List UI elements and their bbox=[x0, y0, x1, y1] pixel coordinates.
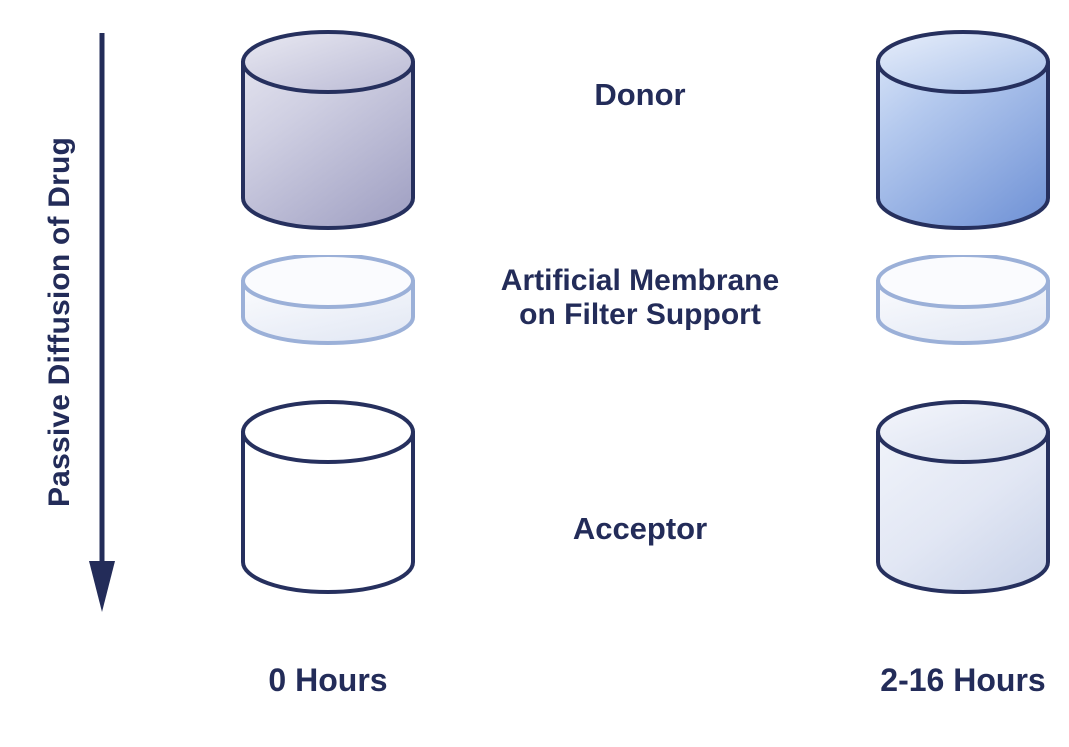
timepoint-label-left: 0 Hours bbox=[268, 662, 388, 698]
downward-arrow-icon bbox=[89, 33, 115, 612]
timepoint-column-0-hours bbox=[233, 0, 423, 640]
timepoint-label-right: 2-16 Hours bbox=[880, 662, 1046, 698]
acceptor-cylinder-0-hours bbox=[241, 400, 415, 594]
membrane-disk-2-16-hours bbox=[876, 255, 1050, 345]
acceptor-caption: Acceptor bbox=[572, 511, 708, 546]
donor-cylinder-0-hours bbox=[241, 30, 415, 230]
donor-caption: Donor bbox=[594, 77, 686, 112]
membrane-caption-line-1: Artificial Membrane bbox=[500, 264, 780, 297]
membrane-caption: Artificial Membrane on Filter Support bbox=[420, 264, 860, 331]
membrane-disk-0-hours bbox=[241, 255, 415, 345]
donor-cylinder-2-16-hours bbox=[876, 30, 1050, 230]
timepoint-column-2-16-hours bbox=[868, 0, 1058, 640]
acceptor-cylinder-2-16-hours bbox=[876, 400, 1050, 594]
passive-diffusion-axis: Passive Diffusion of Drug bbox=[0, 0, 150, 747]
membrane-caption-line-2: on Filter Support bbox=[519, 297, 761, 331]
